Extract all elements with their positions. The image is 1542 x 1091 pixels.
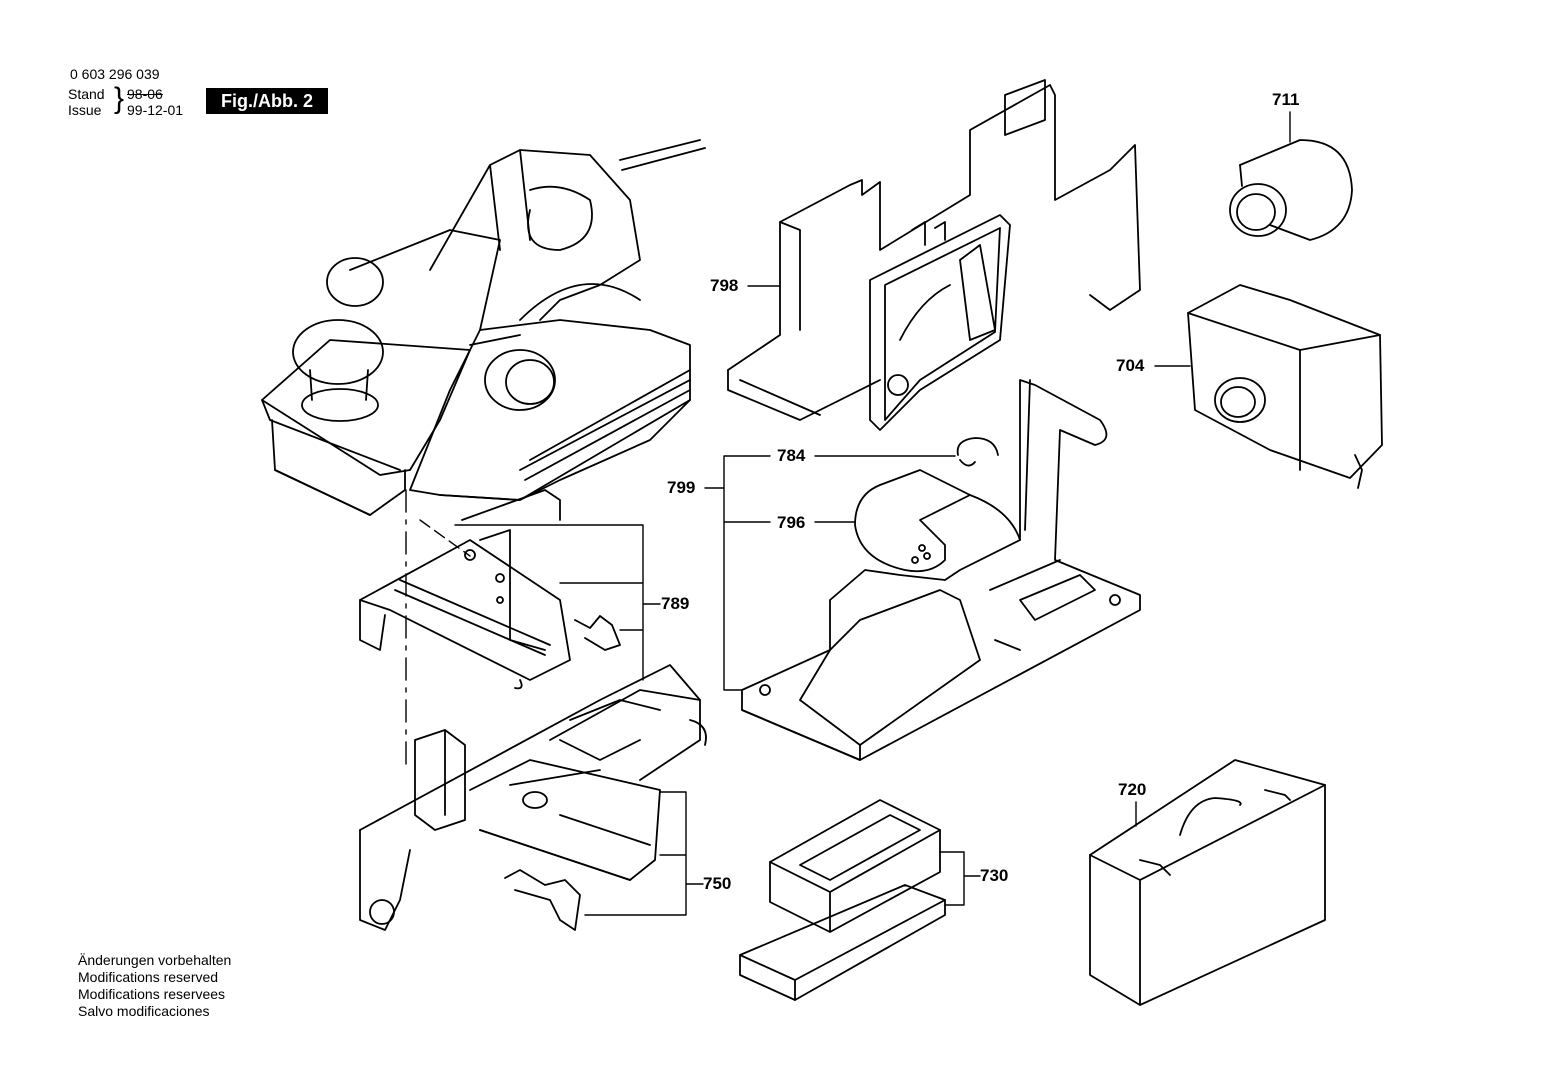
callout-750: 750 <box>703 874 732 893</box>
callout-leaders <box>454 111 1291 916</box>
issue-date: 99-12-01 <box>127 102 184 118</box>
callout-798: 798 <box>710 276 739 295</box>
stand-label: Stand <box>68 86 105 102</box>
planer-drawing <box>261 139 706 516</box>
dash-leader-line-2 <box>419 519 471 557</box>
clip-784-drawing <box>956 437 999 467</box>
guide-789-drawing <box>359 489 621 690</box>
callout-784: 784 <box>777 446 806 465</box>
part-704-drawing <box>1187 284 1383 489</box>
notice-line-en: Modifications reserved <box>78 969 219 985</box>
part-711-drawing <box>1229 139 1353 241</box>
figure-label: Fig./Abb. 2 <box>206 88 328 114</box>
notice-line-es: Salvo modificaciones <box>78 1003 210 1019</box>
modifications-notice: Änderungen vorbehalten Modifications res… <box>78 952 231 1020</box>
callout-720: 720 <box>1118 780 1147 799</box>
part-730-drawing <box>739 799 946 1001</box>
callout-730: 730 <box>980 866 1009 885</box>
brace-icon: } <box>114 82 125 115</box>
callout-796: 796 <box>777 513 806 532</box>
callout-799: 799 <box>667 478 696 497</box>
callout-704: 704 <box>1116 356 1145 375</box>
issue-label: Issue <box>68 102 102 118</box>
notice-line-fr: Modifications reservees <box>78 986 226 1002</box>
part-number: 0 603 296 039 <box>70 66 160 82</box>
callout-711: 711 <box>1272 90 1300 109</box>
stand-date: 98-06 <box>127 86 163 102</box>
base-799-drawing <box>741 379 1141 761</box>
part-798-drawing <box>727 79 1141 431</box>
part-720-drawing <box>1089 759 1326 1006</box>
callout-789: 789 <box>661 594 690 613</box>
guide-750-drawing <box>359 664 707 931</box>
notice-line-de: Änderungen vorbehalten <box>78 952 232 968</box>
